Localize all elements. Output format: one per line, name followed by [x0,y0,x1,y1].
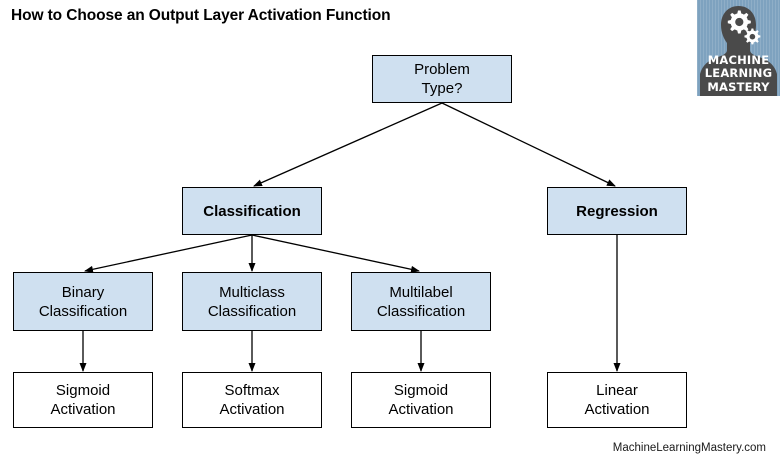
machine-learning-mastery-logo: MACHINE LEARNING MASTERY [697,0,780,96]
logo-line-machine: MACHINE [707,52,770,67]
node-sigmoid-activation-binary[interactable]: Sigmoid Activation [13,372,153,428]
node-binary-classification[interactable]: Binary Classification [13,272,153,331]
logo-wordmark: MACHINE LEARNING MASTERY [697,52,780,95]
edge-problem-type-to-classification [253,102,443,187]
node-softmax-activation[interactable]: Softmax Activation [182,372,322,428]
node-multiclass-classification[interactable]: Multiclass Classification [182,272,322,331]
edge-problem-type-to-regression [441,102,616,187]
gear-large-icon [727,10,751,34]
node-sigmoid-activation-multilabel[interactable]: Sigmoid Activation [351,372,491,428]
node-multilabel-classification[interactable]: Multilabel Classification [351,272,491,331]
head-silhouette-icon [700,6,777,96]
node-problem-type[interactable]: Problem Type? [372,55,512,103]
edge-classification-to-multilabel [251,234,420,273]
footer-watermark: MachineLearningMastery.com [612,442,766,454]
gear-small-icon [744,28,761,45]
edge-classification-to-binary [84,234,253,273]
node-regression[interactable]: Regression [547,187,687,235]
node-classification[interactable]: Classification [182,187,322,235]
logo-line-learning: LEARNING [704,66,773,80]
node-linear-activation[interactable]: Linear Activation [547,372,687,428]
logo-line-mastery: MASTERY [707,79,770,94]
page-title: How to Choose an Output Layer Activation… [11,7,391,24]
